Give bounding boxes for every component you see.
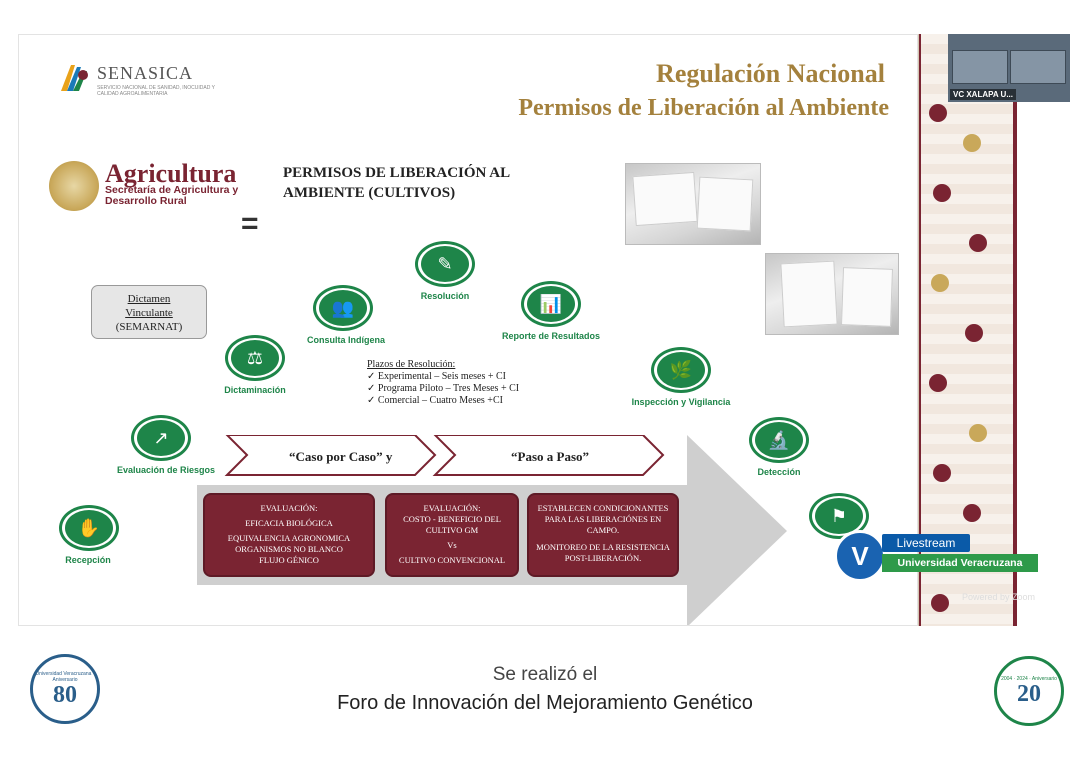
footer-line-1: Se realizó el [492,664,598,685]
senasica-name: SENASICA [97,63,194,83]
handshake-icon: ✋ [65,510,113,546]
equals-sign: = [241,207,259,240]
dictamen-line-2: Vinculante [125,307,173,319]
dictamen-vinculante-box: Dictamen Vinculante (SEMARNAT) [91,285,207,339]
permisos-heading: PERMISOS DE LIBERACIÓN AL AMBIENTE (CULT… [283,165,510,201]
flower-icon [963,504,981,522]
document-photo-1 [625,163,761,245]
box-line: CULTIVO CONVENCIONAL [398,555,506,565]
footer-line-2: Foro de Innovación del Mejoramiento Gené… [337,692,753,714]
flower-icon [931,274,949,292]
seal-number: 80 [53,682,77,708]
report-chart-icon: 📊 [527,286,575,322]
inbioteca-20-aniversario-seal: 2004 · 2024 · Aniversario 20 [994,656,1064,726]
senasica-logo-icon [61,65,88,91]
powered-by-label: Powered by Zoom [962,592,1036,602]
plazo-item: ✓ Programa Piloto – Tres Meses + CI [367,383,520,394]
evaluacion-box-1: EVALUACIÓN: EFICACIA BIOLÓGICA EQUIVALEN… [203,493,375,577]
decorative-side-panel [918,34,1070,626]
dictamen-line-3: (SEMARNAT) [115,321,183,333]
flower-icon [963,134,981,152]
flower-icon [969,234,987,252]
chevron-paso-a-paso: “Paso a Paso” [511,449,589,464]
camera-label: VC XALAPA U... [950,89,1017,100]
box-line: ORGANISMOS NO BLANCO [235,544,343,554]
dictamen-line-1: Dictamen [127,293,171,305]
box-line: EFICACIA BIOLÓGICA [245,518,333,528]
flower-icon [931,594,949,612]
seal-number: 20 [1017,681,1041,707]
flower-icon [929,104,947,122]
livestream-overlay: V Livestream Universidad Veracruzana [834,530,1040,584]
flower-icon [969,424,987,442]
participant-video-tile[interactable]: VC XALAPA U... [948,34,1070,102]
box-line: EQUIVALENCIA AGRONOMICA [227,533,351,543]
box-line: Vs [447,540,457,550]
slide-title: Regulación Nacional [656,59,885,88]
uv-logo-icon: V [834,530,886,582]
agricultura-subtitle: Secretaría de Agricultura y Desarrollo R… [105,184,239,207]
step-reporte-resultados: 📊 Reporte de Resultados [493,281,609,341]
chart-icon: ↗ [137,420,185,456]
step-label: Resolución [420,291,470,301]
box-line: MONITOREO DE LA RESISTENCIA POST-LIBERAC… [536,542,670,563]
box-line: EVALUACIÓN: [260,503,318,513]
flower-icon [933,464,951,482]
step-label: Evaluación de Riesgos [117,465,216,475]
step-label: Reporte de Resultados [501,331,601,341]
step-label: Consulta Indígena [307,335,386,345]
document-icon: ✎ [421,246,469,282]
border-stripe [1013,34,1017,626]
flower-icon [933,184,951,202]
livestream-badge: Livestream [882,534,970,552]
stamp-icon: ⚑ [815,498,863,534]
slide-subtitle: Permisos de Liberación al Ambiente [518,95,889,121]
step-evaluacion-riesgos: ↗ Evaluación de Riesgos [117,415,216,475]
gavel-icon: ⚖ [231,340,279,376]
step-inspeccion-vigilancia: 🌿 Inspección y Vigilancia [631,347,731,407]
box-line: ESTABLECEN CONDICIONANTES PARA LAS LIBER… [537,503,669,535]
condicionantes-box: ESTABLECEN CONDICIONANTES PARA LAS LIBER… [527,493,679,577]
step-sanciones: ⚑ [809,493,869,539]
step-label: Detección [757,467,801,477]
step-label: Dictaminación [224,385,286,395]
seal-text: 2004 · 2024 · Aniversario [1001,676,1057,682]
box-line: FLUJO GÉNICO [259,555,319,565]
flower-icon [965,324,983,342]
chevron-caso-por-caso: “Caso por Caso” y [289,449,393,464]
step-label: Inspección y Vigilancia [631,397,731,407]
senasica-subtitle: SERVICIO NACIONAL DE SANIDAD, INOCUIDAD … [97,85,215,97]
plazo-item: ✓ Experimental – Seis meses + CI [367,371,506,382]
box-line: COSTO - BENEFICIO DEL CULTIVO GM [403,514,501,535]
plazo-item: ✓ Comercial – Cuatro Meses +CI [367,395,503,406]
step-recepcion: ✋ Recepción [57,505,119,565]
step-consulta-indigena: 👥 Consulta Indígena [307,285,386,345]
plant-inspection-icon: 🌿 [657,352,705,388]
plazos-title: Plazos de Resolución: [367,359,456,370]
step-label: Recepción [65,555,111,565]
microscope-icon: 🔬 [755,422,803,458]
evaluacion-box-2: EVALUACIÓN: COSTO - BENEFICIO DEL CULTIV… [385,493,519,577]
step-dictaminacion: ⚖ Dictaminación [219,335,291,395]
people-icon: 👥 [319,290,367,326]
agricultura-seal-icon [49,161,99,211]
flower-icon [929,374,947,392]
box-line: EVALUACIÓN: [423,503,481,513]
agricultura-name: Agricultura [105,159,237,188]
livestream-name: Universidad Veracruzana [882,554,1038,572]
plazos-resolucion: Plazos de Resolución: ✓ Experimental – S… [367,359,519,407]
seal-text: Universidad Veracruzana · Aniversario [35,671,95,683]
document-photo-2 [765,253,899,335]
step-deteccion: 🔬 Detección [743,417,815,477]
presentation-slide: SENASICA SERVICIO NACIONAL DE SANIDAD, I… [18,34,918,626]
step-resolucion: ✎ Resolución [409,241,481,301]
uv-80-aniversario-seal: Universidad Veracruzana · Aniversario 80 [30,654,100,724]
